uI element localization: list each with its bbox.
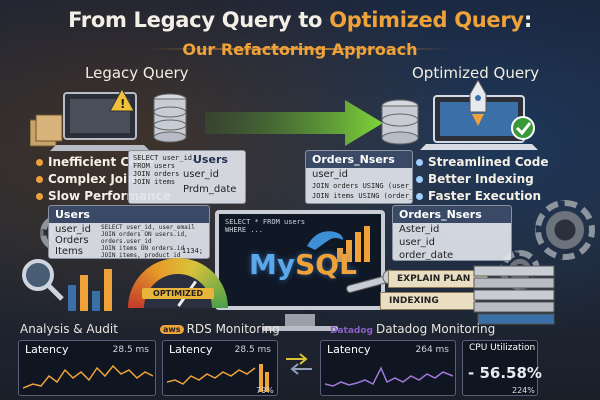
page-title: From Legacy Query to Optimized Query: xyxy=(68,8,532,32)
metric-label: Latency xyxy=(169,343,213,356)
arrow-right-icon xyxy=(205,100,383,146)
optimized-title: Optimized Query xyxy=(412,64,540,82)
dolphin-icon xyxy=(307,231,343,250)
datadog-icon: Datadog xyxy=(330,326,373,336)
users-query-card: SELECT user_id, FROM users JOIN orders J… xyxy=(128,150,246,204)
metric-label: Latency xyxy=(25,343,69,356)
query-code: SELECT user_id, FROM users JOIN orders J… xyxy=(133,154,197,186)
orders-schema-card: Orders_Nsers Aster_id user_id order_date xyxy=(392,205,512,261)
server-stack-icon xyxy=(473,265,555,325)
cpu-panel: CPU Utilization xyxy=(462,340,538,396)
optimized-laptop-icon xyxy=(381,80,538,150)
cpu-percent: 224% xyxy=(512,386,535,395)
users-schema-card: Users user_id Orders Items SELECT user_i… xyxy=(48,205,210,259)
metric-value: 264 ms xyxy=(415,345,450,355)
card-header: Users xyxy=(49,206,209,223)
monitor-code: SELECT * FROM users WHERE ... xyxy=(225,218,306,234)
gear-icon xyxy=(535,200,595,260)
field-user-id: user_id xyxy=(312,169,348,180)
list-item: Faster Execution xyxy=(416,188,549,205)
list-item: Streamlined Code xyxy=(416,154,549,171)
list-item: Complex Joins xyxy=(36,171,171,188)
latency-panel: Latency 28.5 ms xyxy=(18,340,156,396)
list-item: Inefficient Code xyxy=(36,154,171,171)
legacy-laptop-icon: ! xyxy=(30,87,187,151)
metric-value: 28.5 ms xyxy=(112,345,149,355)
query-line: JOIN orders USING (user_id) xyxy=(312,182,413,190)
mini-bar-chart-icon xyxy=(337,226,370,262)
list-item: Better Indexing xyxy=(416,171,549,188)
indexing-label: INDEXING xyxy=(380,292,476,310)
optimized-bullets: Streamlined Code Better Indexing Faster … xyxy=(416,154,549,205)
gauge-label: OPTIMIZED xyxy=(142,288,214,299)
rds-latency-panel: Latency 28.5 ms xyxy=(162,340,278,396)
svg-text:!: ! xyxy=(120,97,125,111)
metric-label: Latency xyxy=(327,343,371,356)
metric-value: 28.5 ms xyxy=(234,345,271,355)
monitor-stand xyxy=(285,314,315,328)
mysql-logo: MySQL xyxy=(249,248,357,281)
query-code: SELECT user_id, user_email JOIN orders O… xyxy=(101,224,195,259)
card-header: Users xyxy=(193,153,228,166)
swap-arrows-icon xyxy=(286,353,312,375)
monitor-base xyxy=(262,326,338,331)
field-list: user_id Orders Items xyxy=(55,224,91,257)
query-suffix: 1134; xyxy=(181,247,203,255)
metric-label: CPU Utilization xyxy=(469,343,536,353)
magnifier-icon xyxy=(22,259,112,311)
field-date: Prdm_date xyxy=(183,184,237,195)
title-ribbon xyxy=(150,48,450,50)
card-header: Orders_Nsers xyxy=(393,206,511,223)
query-line: JOIN items USING (order_id) xyxy=(312,192,413,200)
field-aster-id: Aster_id xyxy=(399,224,440,235)
datadog-latency-panel: Latency 264 ms xyxy=(320,340,456,396)
rds-percent: 79% xyxy=(256,386,274,395)
aws-icon: aws xyxy=(160,325,184,334)
orders-query-card: Orders_Nsers user_id JOIN orders USING (… xyxy=(305,150,413,204)
field-order-date: order_date xyxy=(399,250,454,261)
field-user-id: user_id xyxy=(399,237,435,248)
analysis-audit-label: Analysis & Audit xyxy=(20,322,118,336)
cpu-value: - 56.58% xyxy=(468,364,542,382)
mysql-monitor: SELECT * FROM users WHERE ... MySQL xyxy=(215,210,385,310)
page-subtitle: Our Refactoring Approach xyxy=(182,40,418,59)
card-header: Orders_Nsers xyxy=(306,151,412,168)
legacy-title: Legacy Query xyxy=(85,64,189,82)
field-user-id: user_id xyxy=(183,169,219,180)
